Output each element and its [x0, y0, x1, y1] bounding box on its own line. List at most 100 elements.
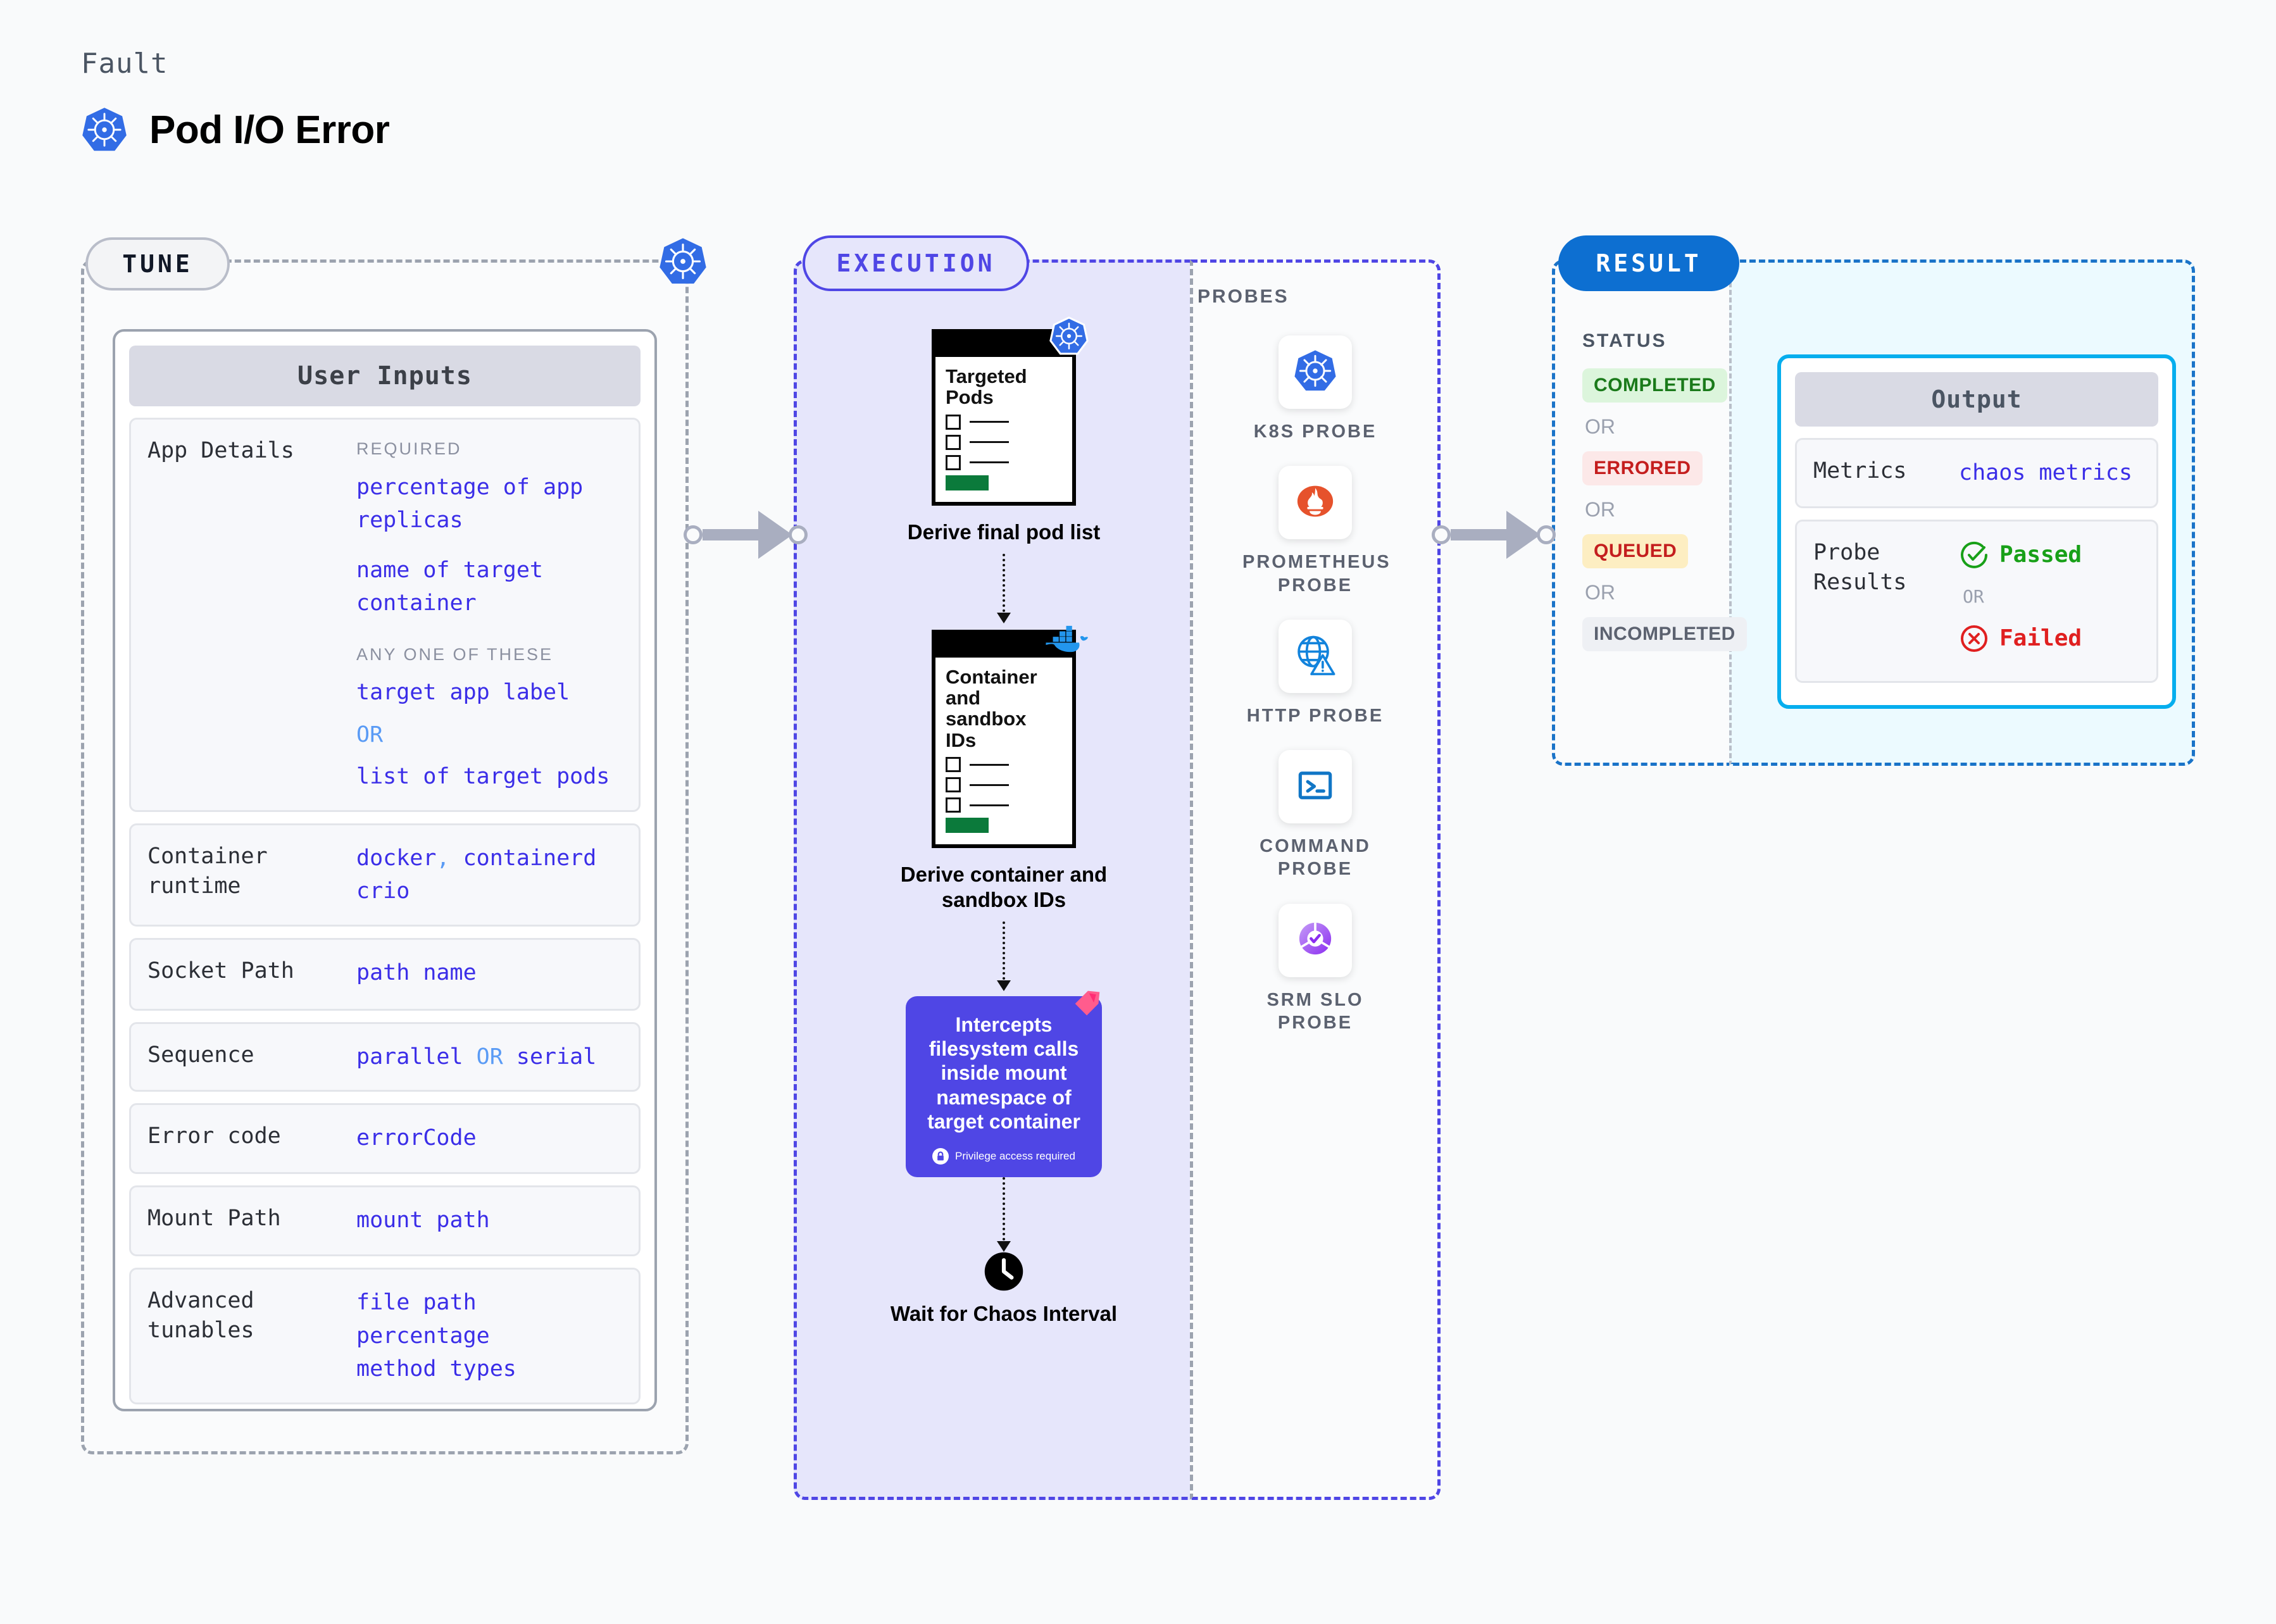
arrow-line: [1003, 553, 1005, 622]
connector-start-dot: [684, 525, 703, 544]
input-label: Socket Path: [147, 958, 294, 984]
section-any-one: ANY ONE OF THESE: [356, 644, 554, 664]
value-separator: ,: [436, 845, 450, 871]
status-badge-queued: QUEUED: [1582, 534, 1689, 568]
input-value-group: path name: [356, 956, 622, 992]
input-row-socket-path[interactable]: Socket Path path name: [129, 937, 641, 1011]
input-label: Mount Path: [147, 1206, 281, 1231]
checkbox-icon: [946, 777, 961, 793]
value-serial: serial: [516, 1044, 597, 1070]
input-value-group: mount path: [356, 1204, 622, 1238]
list-item: [946, 434, 1062, 450]
terminal-icon: [1292, 762, 1339, 812]
input-value-group: file path percentage method types: [356, 1286, 622, 1386]
output-row-probe-results: Probe Results Passed OR: [1795, 519, 2158, 683]
connector-end-dot: [1537, 525, 1556, 544]
input-row-mount-path[interactable]: Mount Path mount path: [129, 1185, 641, 1256]
page-title: Pod I/O Error: [149, 108, 390, 152]
probe-item-prometheus[interactable]: PROMETHEUS PROBE: [1190, 466, 1441, 597]
input-row-error-code[interactable]: Error code errorCode: [129, 1103, 641, 1174]
arrow-line: [1003, 921, 1005, 990]
stage-badge-result[interactable]: RESULT: [1558, 235, 1739, 291]
input-label: Container runtime: [147, 843, 268, 899]
probe-label: PROMETHEUS PROBE: [1242, 552, 1391, 596]
doc-title: Container and sandbox IDs: [946, 665, 1037, 751]
value-chaos-metrics: chaos metrics: [1959, 460, 2132, 485]
connector-tune-to-execution: [684, 506, 808, 563]
line-icon: [970, 441, 1009, 444]
arrow-head: [997, 1240, 1011, 1252]
docker-icon: [1044, 620, 1091, 655]
list-item: [946, 757, 1062, 773]
checkbox-icon: [946, 797, 961, 813]
input-row-container-runtime[interactable]: Container runtime docker, containerd cri…: [129, 823, 641, 927]
or-separator: OR: [1585, 581, 1615, 604]
value-target-container: name of target container: [356, 557, 544, 616]
probe-label: K8S PROBE: [1253, 422, 1377, 442]
status-list: COMPLETED OR ERRORED OR QUEUED OR INCOMP…: [1582, 368, 1747, 651]
doc-titlebar: [935, 333, 1072, 357]
chaos-action-card[interactable]: Intercepts filesystem calls inside mount…: [906, 990, 1102, 1177]
or-separator: OR: [1585, 498, 1615, 521]
input-value-group: errorCode: [356, 1121, 622, 1156]
http-globe-icon: [1292, 631, 1339, 681]
input-row-app-details[interactable]: App Details REQUIRED percentage of app r…: [129, 418, 641, 812]
input-row-advanced-tunables[interactable]: Advanced tunables file path percentage m…: [129, 1268, 641, 1404]
privilege-label: Privilege access required: [955, 1149, 1075, 1162]
doc-titlebar: [935, 633, 1072, 658]
doc-body: Targeted Pods: [935, 357, 1072, 502]
doc-action-button: [946, 818, 989, 834]
stage-probes: [1190, 259, 1441, 1500]
probe-tile: [1279, 335, 1352, 409]
probe-item-k8s[interactable]: K8S PROBE: [1190, 335, 1441, 443]
section-required: REQUIRED: [356, 439, 462, 458]
status-section-label: STATUS: [1582, 330, 1667, 351]
litmus-icon: [1073, 989, 1102, 1018]
probe-tile: [1279, 466, 1352, 540]
label-passed: Passed: [1999, 541, 2082, 568]
value-method-types: method types: [356, 1356, 516, 1382]
connector-end-dot: [789, 525, 808, 544]
value-mount-path: mount path: [356, 1208, 490, 1233]
connector-start-dot: [1432, 525, 1451, 544]
list-item: [946, 414, 1062, 430]
input-value-group: parallel OR serial: [356, 1040, 622, 1074]
probe-tile: [1279, 903, 1352, 977]
label-failed: Failed: [1999, 625, 2082, 651]
connector-arrow-head: [758, 511, 792, 559]
checkbox-icon: [946, 454, 961, 470]
step-caption-wait-interval: Wait for Chaos Interval: [890, 1301, 1118, 1325]
value-app-replicas: percentage of app replicas: [356, 474, 584, 534]
doc-body: Container and sandbox IDs: [935, 658, 1072, 845]
connector-arrow-head: [1506, 511, 1541, 559]
x-circle-icon: [1959, 623, 1989, 654]
kubernetes-icon-tune-connector: [658, 237, 708, 286]
line-icon: [970, 421, 1009, 423]
value-error-code: errorCode: [356, 1125, 477, 1151]
connector-bar: [703, 529, 760, 540]
lock-icon: [932, 1147, 949, 1165]
probe-tile: [1279, 619, 1352, 693]
probe-label: SRM SLO PROBE: [1266, 989, 1364, 1033]
connector-probes-to-result: [1432, 506, 1556, 563]
value-path-name: path name: [356, 959, 477, 985]
input-value-group: docker, containerd crio: [356, 842, 622, 908]
arrow-line: [1003, 1177, 1005, 1251]
stage-badge-execution[interactable]: EXECUTION: [803, 235, 1029, 291]
flow-arrow: [997, 553, 1011, 623]
probe-item-http[interactable]: HTTP PROBE: [1190, 619, 1441, 727]
probe-item-command[interactable]: COMMAND PROBE: [1190, 750, 1441, 881]
targeted-pods-doc: Targeted Pods: [932, 316, 1089, 506]
input-row-sequence[interactable]: Sequence parallel OR serial: [129, 1021, 641, 1092]
input-label: App Details: [147, 438, 294, 463]
doc-action-button: [946, 475, 989, 490]
container-sandbox-doc: Container and sandbox IDs: [932, 625, 1089, 849]
doc-title: Targeted Pods: [946, 365, 1027, 409]
value-containerd: containerd: [463, 845, 597, 871]
doc-checklist: [946, 414, 1062, 470]
or-separator: OR: [476, 1044, 503, 1070]
stage-badge-tune[interactable]: TUNE: [85, 237, 230, 290]
probe-item-srm-slo[interactable]: SRM SLO PROBE: [1190, 903, 1441, 1035]
connector-bar: [1451, 529, 1508, 540]
input-label: Error code: [147, 1123, 281, 1149]
